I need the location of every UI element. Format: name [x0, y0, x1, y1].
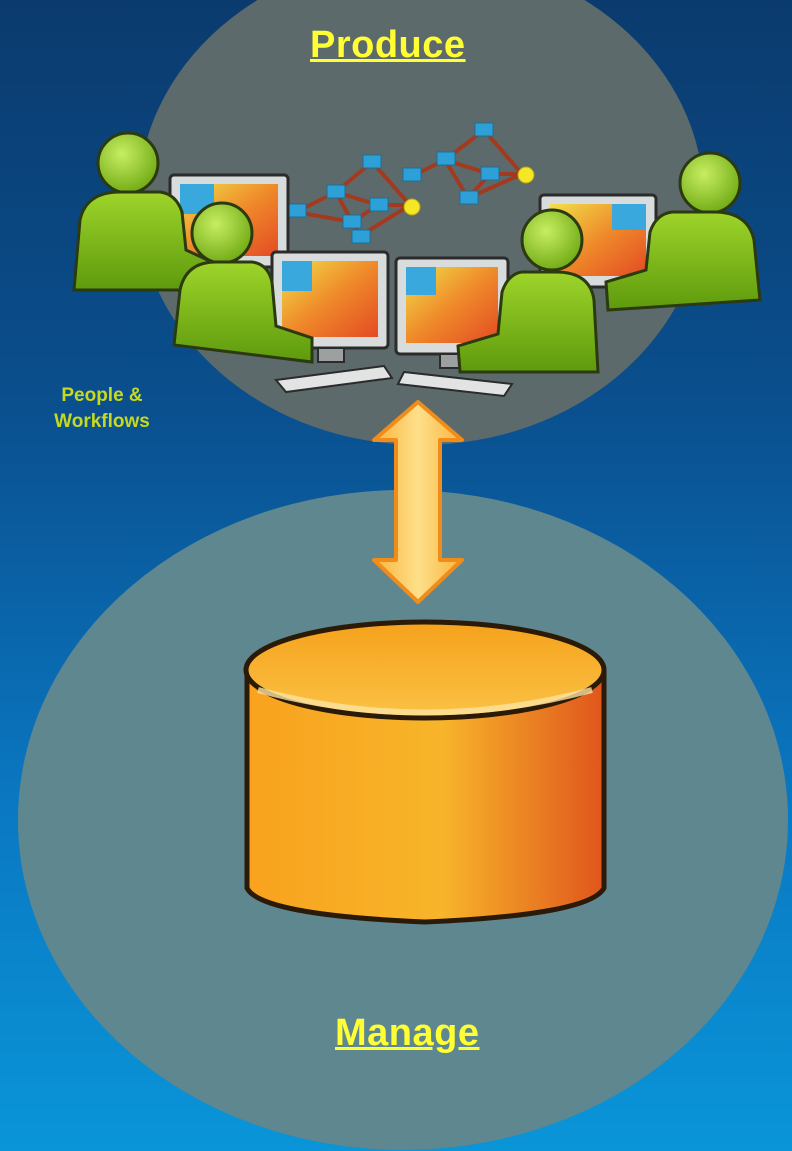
people-label-line2: Workflows	[54, 411, 150, 432]
person-icon	[456, 208, 600, 374]
people-workflows-label: People & Workflows	[22, 383, 182, 435]
produce-title: Produce	[310, 24, 466, 66]
person-icon	[72, 131, 214, 292]
workflow-node-icon	[287, 122, 500, 244]
person-icon	[604, 151, 762, 312]
workflow-graph-icon	[295, 127, 527, 239]
person-icon	[172, 201, 314, 364]
workflow-end-icon	[403, 166, 535, 216]
manage-title: Manage	[335, 1012, 480, 1054]
people-label-line1: People &	[61, 385, 143, 406]
database-cylinder-icon	[243, 619, 607, 925]
computer-monitor-icon	[270, 250, 394, 394]
computer-monitor-icon	[394, 256, 514, 398]
double-arrow-icon	[372, 400, 464, 604]
